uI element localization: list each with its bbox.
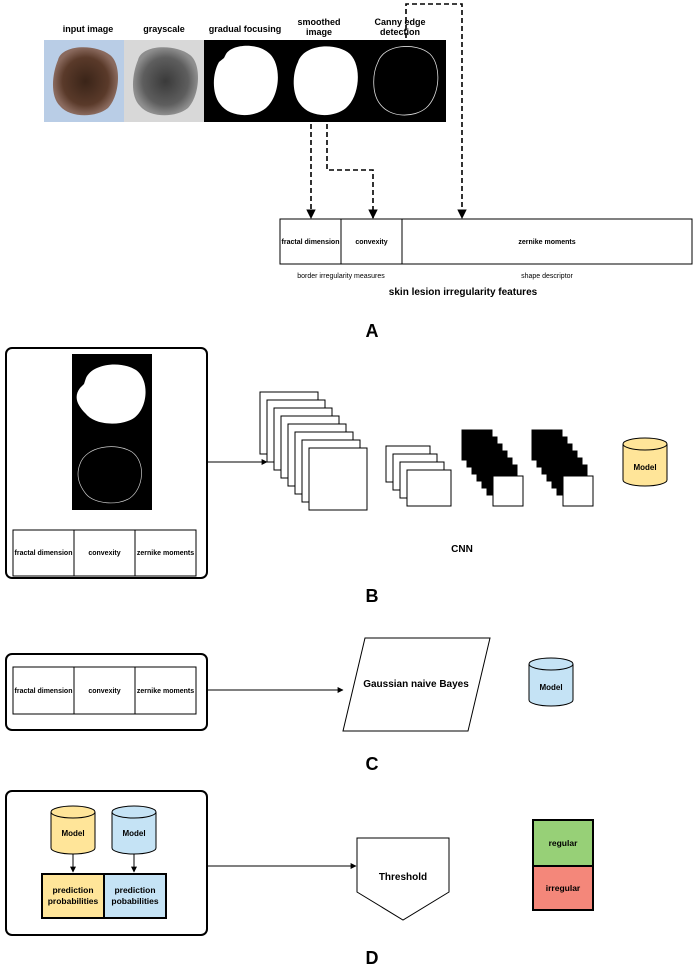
model-label: Model bbox=[61, 829, 84, 838]
input-image bbox=[44, 40, 124, 122]
model-label: Model bbox=[633, 463, 656, 472]
feature-zernike: zernike moments bbox=[137, 688, 194, 695]
class-irregular bbox=[532, 865, 594, 911]
group-label-shape: shape descriptor bbox=[521, 273, 573, 280]
panel-letter-a: A bbox=[366, 321, 379, 341]
prob-box-yellow bbox=[41, 873, 105, 919]
feature-fractal: fractal dimension bbox=[15, 688, 73, 695]
panel-letter-c: C bbox=[366, 754, 379, 774]
feature-fractal: fractal dimension bbox=[282, 239, 340, 246]
feature-convexity: convexity bbox=[88, 550, 120, 557]
class-regular-label: regular bbox=[549, 838, 579, 848]
model-label: Model bbox=[539, 683, 562, 692]
panel-a-caption: skin lesion irregularity features bbox=[389, 287, 538, 298]
feature-table-c: fractal dimension convexity zernike mome… bbox=[12, 666, 197, 715]
lesion-mask bbox=[76, 364, 146, 424]
model-cylinder-b: Model bbox=[622, 437, 668, 487]
panel-c: fractal dimension convexity zernike mome… bbox=[5, 637, 574, 774]
threshold-shape bbox=[356, 837, 450, 921]
panel-letter-d: D bbox=[366, 948, 379, 968]
feature-table-a: fractal dimension convexity zernike mome… bbox=[279, 218, 693, 265]
step-label-input: input image bbox=[63, 24, 114, 34]
grayscale-image bbox=[124, 40, 204, 122]
lesion-edge bbox=[77, 446, 142, 504]
feature-convexity: convexity bbox=[88, 688, 120, 695]
cnn-label: CNN bbox=[451, 544, 473, 555]
feature-table-b: fractal dimension convexity zernike mome… bbox=[12, 529, 197, 577]
panel-a: input image grayscale gradual focusing s… bbox=[44, 3, 693, 341]
panel-letter-b: B bbox=[366, 586, 379, 606]
model-label: Model bbox=[122, 829, 145, 838]
arrow-to-convexity bbox=[326, 124, 378, 219]
gradual-focusing-image bbox=[204, 40, 286, 122]
class-regular bbox=[532, 819, 594, 867]
gnb-label: Gaussian naive Bayes bbox=[363, 679, 469, 690]
feature-zernike: zernike moments bbox=[518, 239, 575, 246]
step-label-grayscale: grayscale bbox=[143, 24, 185, 34]
class-irregular-label: irregular bbox=[546, 883, 581, 893]
cnn-layers bbox=[259, 391, 594, 511]
canny-edge-image bbox=[366, 40, 446, 122]
prob-box-blue bbox=[103, 873, 167, 919]
feature-convexity: convexity bbox=[355, 239, 387, 246]
feature-fractal: fractal dimension bbox=[15, 550, 73, 557]
model-cylinder-yellow: Model bbox=[50, 805, 96, 855]
model-cylinder-blue: Model bbox=[111, 805, 157, 855]
model-cylinder-c: Model bbox=[528, 657, 574, 707]
panel-b: fractal dimension convexity zernike mome… bbox=[5, 347, 668, 606]
arrow-to-zernike bbox=[405, 3, 467, 219]
feature-zernike: zernike moments bbox=[137, 550, 194, 557]
gnb-parallelogram bbox=[342, 637, 491, 732]
group-label-border: border irregularity measures bbox=[297, 273, 385, 280]
smoothed-image bbox=[286, 40, 366, 122]
threshold-label: Threshold bbox=[379, 872, 427, 883]
step-label-gradual-focusing: gradual focusing bbox=[209, 24, 282, 34]
